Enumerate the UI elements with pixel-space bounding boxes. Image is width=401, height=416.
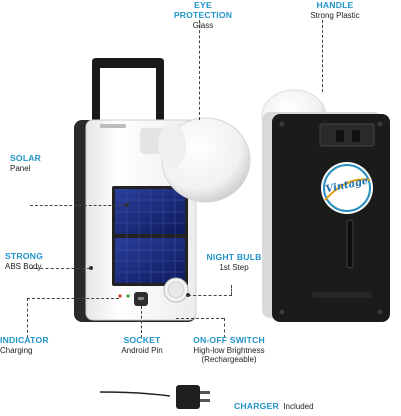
- callout-socket: SOCKET Android Pin: [121, 335, 163, 355]
- callout-eye-protection: EYE PROTECTION Glass: [173, 0, 233, 30]
- leader-eye-protection: [199, 20, 200, 120]
- leader-strong: [30, 268, 90, 269]
- callout-solar: SOLAR Panel: [10, 153, 42, 173]
- front-handle: [92, 58, 164, 126]
- callout-indicator: INDICATOR Charging: [0, 335, 49, 355]
- indicator-led-green: [126, 294, 130, 298]
- callout-handle: HANDLE Strong Plastic: [310, 0, 360, 20]
- callout-night-bulb: NIGHT BULB 1st Step: [206, 252, 262, 272]
- leader-handle: [322, 20, 323, 92]
- charger-adapter: [176, 385, 200, 409]
- indicator-led-red: [118, 294, 122, 298]
- leader-solar: [30, 205, 126, 206]
- leader-night-bulb: [231, 285, 232, 295]
- leader-socket: [141, 306, 142, 338]
- callout-switch: ON-OFF SWITCH High-low Brightness (Recha…: [193, 335, 265, 365]
- vintage-logo-sticker: [321, 162, 373, 214]
- callout-strong: STRONG ABS Body: [5, 251, 43, 271]
- leader-indicator: [27, 298, 119, 299]
- charger-cable: [99, 391, 171, 397]
- callout-charger: CHARGER Included: [234, 401, 314, 411]
- leader-switch: [224, 318, 225, 338]
